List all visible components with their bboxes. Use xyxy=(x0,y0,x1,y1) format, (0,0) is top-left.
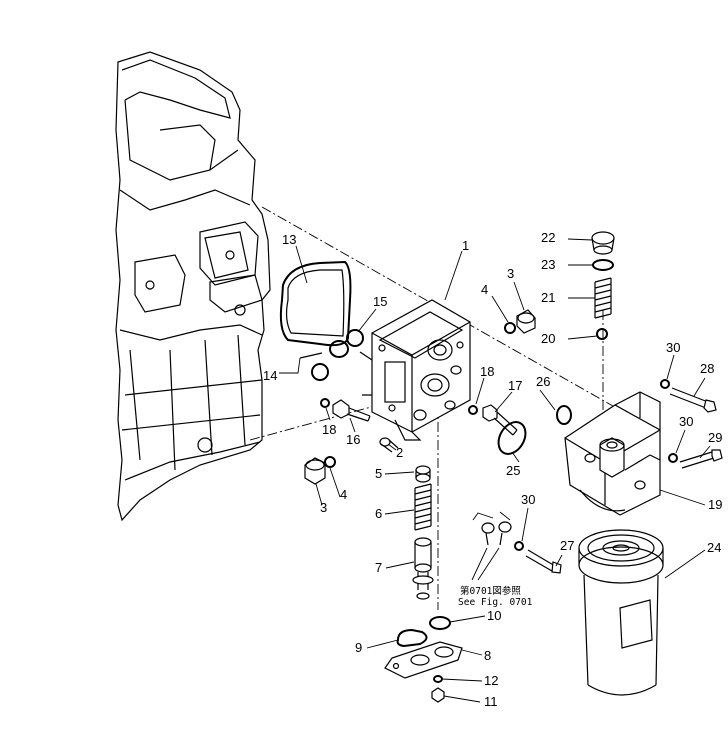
washer-12 xyxy=(433,675,443,683)
label-30a: 30 xyxy=(666,340,680,355)
bolt-28 xyxy=(669,387,717,413)
bracket-19 xyxy=(564,391,661,516)
bolt-17 xyxy=(482,404,518,436)
label-4b: 4 xyxy=(340,487,347,502)
label-4a: 4 xyxy=(481,282,488,297)
label-3a: 3 xyxy=(507,266,514,281)
label-5: 5 xyxy=(375,466,382,481)
leader-lines xyxy=(279,238,711,703)
label-1: 1 xyxy=(462,238,469,253)
o-ring-4-bottom xyxy=(324,456,336,468)
label-25: 25 xyxy=(506,463,520,478)
plug-2 xyxy=(379,437,399,453)
reference-note-jp: 第0701図参照 xyxy=(460,585,521,597)
bolt-29 xyxy=(679,449,723,469)
label-10: 10 xyxy=(487,608,501,623)
washer-30-mid xyxy=(668,453,678,463)
bolt-11 xyxy=(431,687,445,703)
label-11: 11 xyxy=(484,694,498,709)
label-9: 9 xyxy=(355,640,362,655)
cover-8 xyxy=(384,641,463,679)
label-18b: 18 xyxy=(480,364,494,379)
label-16: 16 xyxy=(346,432,360,447)
label-21: 21 xyxy=(541,290,555,305)
cap-22 xyxy=(591,231,615,255)
o-ring-25 xyxy=(497,421,527,455)
washer-18-left xyxy=(320,398,330,408)
ball-20 xyxy=(596,328,608,340)
gasket-9 xyxy=(396,628,428,648)
bolt-27 xyxy=(525,549,562,574)
bolt-16 xyxy=(332,399,371,422)
washer-30-top xyxy=(660,379,670,389)
label-17: 17 xyxy=(508,378,522,393)
spring-6 xyxy=(414,483,432,531)
piston-7 xyxy=(412,537,434,600)
o-ring-10 xyxy=(429,616,451,630)
fittings-ref-0701 xyxy=(471,511,512,581)
plug-3-bottom xyxy=(304,457,326,485)
label-24: 24 xyxy=(707,540,721,555)
label-27: 27 xyxy=(560,538,574,553)
label-15: 15 xyxy=(373,294,387,309)
label-22: 22 xyxy=(541,230,555,245)
label-29: 29 xyxy=(708,430,722,445)
label-20: 20 xyxy=(541,331,555,346)
label-30c: 30 xyxy=(521,492,535,507)
plug-3-top xyxy=(516,309,536,334)
label-3b: 3 xyxy=(320,500,327,515)
label-13: 13 xyxy=(282,232,296,247)
o-ring-15a xyxy=(329,340,349,358)
label-8: 8 xyxy=(484,648,491,663)
label-28: 28 xyxy=(700,361,714,376)
label-14: 14 xyxy=(263,368,277,383)
label-12: 12 xyxy=(484,673,498,688)
o-ring-14 xyxy=(311,363,329,381)
valve-5 xyxy=(415,465,431,483)
engine-block xyxy=(115,51,271,522)
label-19: 19 xyxy=(708,497,722,512)
o-ring-4-top xyxy=(504,322,516,334)
o-ring-15b xyxy=(346,329,364,347)
label-18a: 18 xyxy=(322,422,336,437)
label-6: 6 xyxy=(375,506,382,521)
label-26: 26 xyxy=(536,374,550,389)
washer-30-bottom xyxy=(514,541,524,551)
spring-21 xyxy=(594,277,612,319)
part-labels: 1 2 3 3 4 4 5 6 7 8 9 10 11 12 13 14 15 … xyxy=(263,230,722,709)
filter-head-housing-1 xyxy=(359,299,471,441)
label-30b: 30 xyxy=(679,414,693,429)
washer-18-right xyxy=(468,405,478,415)
label-7: 7 xyxy=(375,560,382,575)
label-2: 2 xyxy=(396,445,403,460)
o-ring-26 xyxy=(556,405,572,425)
filter-cartridge-24 xyxy=(578,529,664,696)
label-23: 23 xyxy=(541,257,555,272)
reference-note-en: See Fig. 0701 xyxy=(458,597,533,608)
washer-23 xyxy=(592,259,614,271)
